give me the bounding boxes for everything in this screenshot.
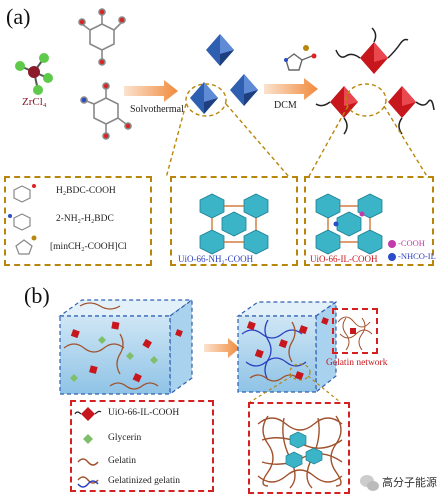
mof-nh2-structure-icon — [199, 193, 269, 255]
zrcl4-molecule-icon — [15, 53, 53, 95]
dcm-label: DCM — [274, 100, 297, 111]
cooh-label: -COOH — [398, 238, 425, 248]
gelatin-network-label: Gelatin network — [326, 358, 388, 368]
legend-b-icons — [74, 407, 102, 488]
wechat-icon — [360, 475, 379, 491]
legend-b-mof: UiO-66-IL-COOH — [108, 408, 180, 418]
gelatin-network-box — [332, 308, 378, 354]
mof-il-box — [304, 176, 434, 266]
linker-legend-box — [4, 176, 152, 266]
nhco-label: -NHCO-IL — [398, 251, 436, 261]
red-octahedra-icon — [315, 27, 435, 135]
zoom-lines-a — [165, 83, 429, 179]
nhco-dot-icon — [388, 253, 396, 261]
linker-top-icon — [78, 8, 126, 66]
il-molecule-icon — [284, 45, 317, 71]
mof-nh2-label: UiO-66-NH₂-COOH — [178, 254, 254, 264]
linker-bottom-icon — [80, 82, 132, 140]
legend-b-gelatinized: Gelatinized gelatin — [108, 476, 181, 486]
mof-nh2-box — [170, 176, 298, 266]
mof-il-structure-icon — [315, 193, 396, 261]
cooh-dot-icon — [388, 240, 396, 248]
legend-b-gelatin: Gelatin — [108, 456, 136, 466]
closeup-box — [248, 402, 350, 494]
process-arrow — [204, 338, 240, 358]
solvothermal-arrow — [124, 80, 178, 102]
legend-h2bdc-cooh: H₂BDC-COOH — [56, 186, 116, 196]
blue-octahedra-icon — [190, 34, 258, 114]
gel-cube-left-icon — [58, 298, 194, 396]
dcm-arrow — [264, 78, 318, 100]
gelatin-mof-closeup-icon — [257, 415, 343, 489]
legend-il: [minCH₂-COOH]Cl — [50, 242, 127, 252]
legend-b-box — [70, 400, 214, 492]
panel-a-label: (a) — [6, 4, 31, 29]
gel-cube-right-icon — [236, 300, 338, 394]
panel-b-label: (b) — [24, 283, 50, 308]
mof-il-label: UiO-66-IL-COOH — [310, 254, 378, 264]
solvothermal-label: Solvothermal — [130, 104, 184, 115]
legend-molecules-icon — [8, 184, 37, 255]
gelatin-network-icon — [337, 316, 373, 351]
legend-b-glycerin: Glycerin — [108, 433, 142, 443]
watermark: 高分子能源 — [382, 476, 437, 489]
zoom-lines-b — [249, 363, 341, 403]
zrcl4-label: ZrCl₄ — [22, 96, 47, 108]
legend-nh2-h2bdc: 2-NH₂-H₂BDC — [56, 214, 114, 224]
